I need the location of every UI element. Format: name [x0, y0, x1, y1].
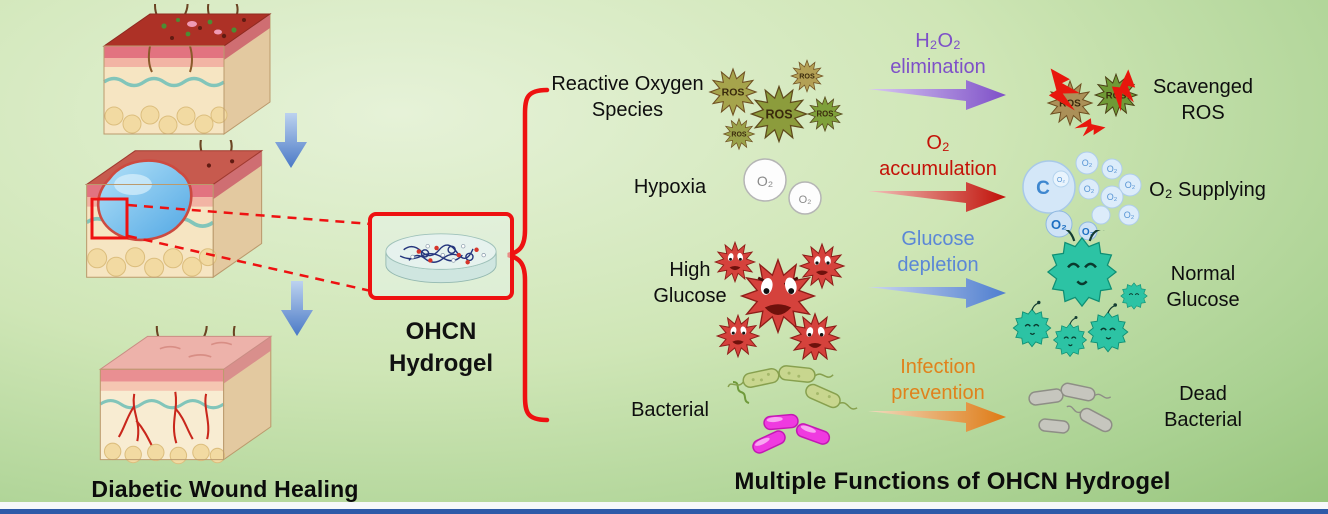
down-arrow-icon: [281, 281, 313, 336]
result-label-glucose: Normal Glucose: [1166, 263, 1240, 311]
hypoxia-icon: O₂ O₂: [743, 158, 822, 215]
svg-text:ROS: ROS: [722, 87, 745, 99]
row-label-bacterial: Bacterial: [631, 399, 709, 421]
scavenged-ros-icon: ROS ROS: [1041, 62, 1145, 140]
svg-text:O₂: O₂: [1051, 217, 1067, 232]
svg-text:O₂: O₂: [1107, 164, 1118, 174]
skin-block-treated: [84, 140, 264, 279]
process-label-infection: Infection prevention: [891, 356, 985, 404]
skin-block-infected: [102, 4, 272, 135]
left-caption: Diabetic Wound Healing: [91, 476, 359, 502]
process-arrow-oxygen-icon: [868, 182, 1006, 212]
svg-text:ROS: ROS: [799, 72, 815, 81]
result-label-ros: Scavenged ROS: [1152, 76, 1254, 124]
svg-text:O₂: O₂: [1125, 180, 1136, 190]
dead-bacteria-icon: [1028, 382, 1113, 434]
svg-text:ROS: ROS: [817, 110, 834, 119]
process-label-ros: H₂O₂ elimination: [890, 30, 986, 78]
hydrogel-photo-frame: [368, 212, 514, 300]
svg-text:O₂: O₂: [1057, 177, 1065, 184]
footer-accent-bar: [0, 509, 1328, 514]
svg-text:O₂: O₂: [1082, 158, 1093, 168]
footer-strip: [0, 502, 1328, 509]
row-label-ros: Reactive Oxygen Species: [551, 73, 704, 121]
high-glucose-cells-icon: [714, 241, 845, 360]
hydrogel-label: OHCN Hydrogel: [388, 318, 493, 378]
svg-text:O₂: O₂: [1082, 227, 1094, 238]
svg-text:O₂: O₂: [1107, 192, 1118, 202]
oxygen-bubbles-icon: C O₂ O₂ O₂ O₂ O₂ O₂ O₂ O₂ O₂: [1022, 151, 1142, 240]
svg-text:O₂: O₂: [757, 173, 773, 189]
skin-block-healed: [98, 326, 273, 465]
process-label-glucose: Glucose depletion: [897, 228, 979, 276]
ros-cluster-icon: ROS ROS ROS ROS ROS: [709, 59, 843, 150]
bacteria-icon: [727, 365, 858, 454]
row-label-glucose: High Glucose: [653, 259, 727, 307]
process-arrow-ros-icon: [868, 80, 1006, 110]
svg-text:O₂: O₂: [1124, 210, 1135, 220]
functions-caption: Multiple Functions of OHCN Hydrogel: [734, 468, 1171, 495]
svg-text:O₂: O₂: [1084, 184, 1095, 194]
row-label-hypoxia: Hypoxia: [633, 176, 707, 198]
process-arrow-infection-icon: [868, 402, 1006, 432]
process-label-oxygen: O₂ accumulation: [879, 132, 997, 180]
process-arrow-glucose-icon: [868, 278, 1006, 308]
hydrogel-dish-icon: [385, 233, 497, 284]
result-label-bacterial: Dead Bacterial: [1164, 383, 1242, 431]
down-arrow-icon: [275, 113, 307, 168]
svg-text:C: C: [1036, 178, 1050, 199]
svg-text:ROS: ROS: [731, 131, 747, 138]
svg-text:O₂: O₂: [799, 194, 812, 206]
result-label-oxygen: O₂ Supplying: [1149, 179, 1266, 201]
svg-text:ROS: ROS: [765, 107, 792, 121]
normal-glucose-cells-icon: [1012, 230, 1148, 357]
